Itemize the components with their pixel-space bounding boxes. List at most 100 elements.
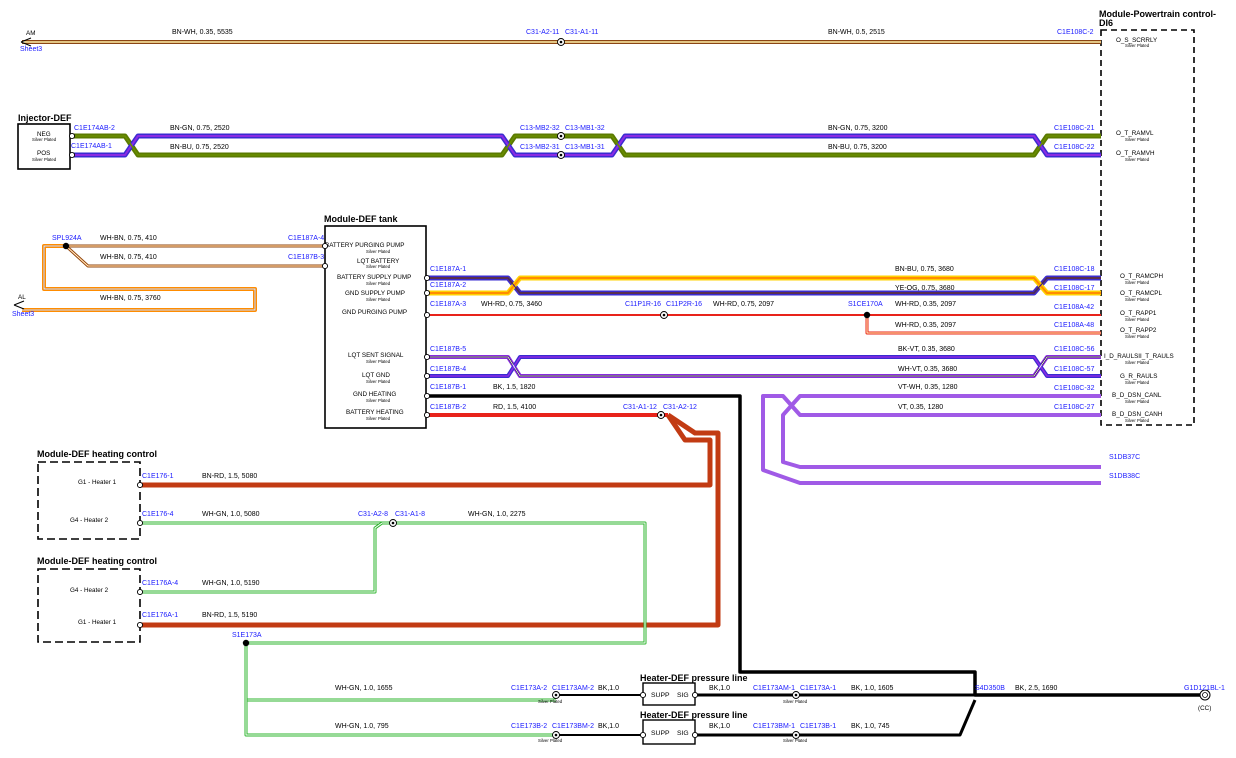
tank-pin-list: BATTERY PURGING PUMP Silver Plated LQT B… — [325, 242, 411, 421]
conn-s1e173a[interactable]: S1E173A — [232, 632, 262, 639]
conn-c1e176-4[interactable]: C1E176-4 — [142, 511, 174, 518]
conn-c1e187b5[interactable]: C1E187B-5 — [430, 346, 466, 353]
conn-c1e187a3[interactable]: C1E187A-3 — [430, 301, 466, 308]
conn-c13mb232[interactable]: C13-MB2-32 — [520, 125, 560, 132]
wire-h2-whgn-core[interactable] — [140, 522, 383, 593]
powertrain-module-box[interactable] — [1100, 29, 1195, 426]
wire-t-bnbu-core[interactable] — [427, 277, 1101, 294]
injector-module-title: Injector-DEF — [18, 113, 72, 123]
wire-can-l[interactable] — [781, 394, 1101, 469]
conn-c31a28[interactable]: C31-A2-8 — [358, 511, 388, 518]
conn-c1e187a2[interactable]: C1E187A-2 — [430, 282, 466, 289]
conn-c1e187b3[interactable]: C1E187B-3 — [288, 254, 324, 261]
offsheet-al-sheet[interactable]: Sheet3 — [12, 311, 34, 318]
conn-c1e187a1[interactable]: C1E187A-1 — [430, 266, 466, 273]
heating-module-1-box[interactable] — [37, 461, 141, 540]
conn-c1e173a1[interactable]: C1E173A-1 — [800, 685, 836, 692]
injector-module-box[interactable] — [17, 123, 71, 170]
conn-c1e108c18[interactable]: C1E108C-18 — [1054, 266, 1095, 273]
wire-spl-2-core[interactable] — [65, 245, 325, 267]
conn-c13mb132[interactable]: C13-MB1-32 — [565, 125, 605, 132]
conn-c13mb131[interactable]: C13-MB1-31 — [565, 144, 605, 151]
pressure-line-2-box[interactable] — [642, 719, 696, 745]
conn-c11p2r16[interactable]: C11P2R-16 — [666, 301, 702, 308]
offsheet-al-label: AL — [18, 294, 26, 301]
offsheet-al[interactable]: AL Sheet3 — [12, 294, 34, 318]
wire-t-yeog-stripe[interactable] — [427, 277, 1101, 294]
conn-c1e173am1[interactable]: C1E173AM-1 — [753, 685, 795, 692]
wire-t-bk-gnd[interactable] — [427, 394, 1203, 697]
wire-t-bkvt-stripe[interactable] — [427, 356, 1101, 377]
conn-c1e173b2[interactable]: C1E173B-2 — [511, 723, 547, 730]
conn-c13mb231[interactable]: C13-MB2-31 — [520, 144, 560, 151]
conn-c1e174ab2[interactable]: C1E174AB-2 — [74, 125, 115, 132]
conn-c1e176a1[interactable]: C1E176A-1 — [142, 612, 178, 619]
conn-c1e173am2[interactable]: C1E173AM-2 — [552, 685, 594, 692]
conn-c31a212[interactable]: C31-A2-12 — [663, 404, 697, 411]
wire-t-whvt-stripe[interactable] — [427, 356, 1101, 377]
conn-spl924a[interactable]: SPL924A — [52, 235, 82, 242]
wire-p-whgn-a[interactable] — [244, 643, 556, 702]
conn-c1e108c32[interactable]: C1E108C-32 — [1054, 385, 1095, 392]
conn-s1ce170a[interactable]: S1CE170A — [848, 301, 883, 308]
conn-c1e173bm1[interactable]: C1E173BM-1 — [753, 723, 795, 730]
ground-connector-icon[interactable] — [1199, 689, 1211, 701]
conn-c1e108c22[interactable]: C1E108C-22 — [1054, 144, 1095, 151]
conn-c1e108c56[interactable]: C1E108C-56 — [1054, 346, 1095, 353]
conn-c1e173a2[interactable]: C1E173A-2 — [511, 685, 547, 692]
conn-c1e108c17[interactable]: C1E108C-17 — [1054, 285, 1095, 292]
wire-p-bk-b2[interactable] — [695, 699, 977, 737]
pressure-line-1-supp: SUPP — [651, 692, 670, 699]
conn-c31a18[interactable]: C31-A1-8 — [395, 511, 425, 518]
pin-press1-supp — [639, 691, 647, 699]
powertrain-module-title-line2: DI6 — [1099, 18, 1113, 28]
conn-g1d121bl1[interactable]: G1D121BL-1 — [1184, 685, 1225, 692]
conn-c1e108a42[interactable]: C1E108A-42 — [1054, 304, 1094, 311]
conn-s4d350b[interactable]: S4D350B — [975, 685, 1005, 692]
tank-module-box[interactable] — [324, 225, 427, 429]
splice-spl924a — [62, 242, 70, 250]
tank-pin-3-sub: Silver Plated — [366, 297, 391, 302]
conn-c31a112[interactable]: C31-A1-12 — [623, 404, 657, 411]
heating-module-2-box[interactable] — [37, 568, 141, 643]
conn-c1e173bm2[interactable]: C1E173BM-2 — [552, 723, 594, 730]
wire-p-whgn-b-core[interactable] — [245, 643, 556, 736]
conn-s1db37c[interactable]: S1DB37C — [1109, 454, 1140, 461]
pressure-line-1-sig: SIG — [677, 692, 689, 699]
conn-c1e174ab1[interactable]: C1E174AB-1 — [71, 143, 112, 150]
wire-p-whgn-a-stripe[interactable] — [245, 643, 556, 701]
conn-c1e176-1[interactable]: C1E176-1 — [142, 473, 174, 480]
conn-c1e187b4[interactable]: C1E187B-4 — [430, 366, 466, 373]
conn-c1e108c21[interactable]: C1E108C-21 — [1054, 125, 1095, 132]
wire-t-bkvt-core[interactable] — [427, 356, 1101, 377]
conn-s1db38c[interactable]: S1DB38C — [1109, 473, 1140, 480]
wire-spl-3-core[interactable] — [22, 245, 256, 311]
conn-c31a211[interactable]: C31-A2-11 — [526, 29, 559, 36]
wire-label-t-whrd-d: WH-RD, 0.35, 2097 — [895, 322, 956, 329]
conn-c1e187b1[interactable]: C1E187B-1 — [430, 384, 466, 391]
wire-heat-bnrd-link[interactable] — [140, 413, 713, 488]
conn-c31a111[interactable]: C31-A1-11 — [565, 29, 598, 36]
offsheet-am-sheet[interactable]: Sheet3 — [20, 46, 42, 53]
conn-c1e108a48[interactable]: C1E108A-48 — [1054, 322, 1094, 329]
conn-c1e108c2[interactable]: C1E108C-2 — [1057, 29, 1094, 36]
conn-c1e173b1[interactable]: C1E173B-1 — [800, 723, 836, 730]
wire-heat-bnrd-2[interactable] — [140, 412, 721, 628]
wire-can-h[interactable] — [761, 394, 1101, 485]
wire-p-whgn-b[interactable] — [244, 643, 556, 737]
conn-c1e108c27[interactable]: C1E108C-27 — [1054, 404, 1095, 411]
pin-heat2-1 — [136, 621, 144, 629]
wire-t-whrd-b-core[interactable] — [866, 315, 1101, 334]
wire-t-bkvt[interactable] — [427, 355, 1101, 378]
conn-c1e176a4[interactable]: C1E176A-4 — [142, 580, 178, 587]
wire-t-whvt[interactable] — [427, 355, 1101, 378]
conn-c1e187a4[interactable]: C1E187A-4 — [288, 235, 324, 242]
conn-c1e108c57[interactable]: C1E108C-57 — [1054, 366, 1095, 373]
pressure-line-2-sig: SIG — [677, 730, 689, 737]
conn-c11p1r16[interactable]: C11P1R-16 — [625, 301, 661, 308]
conn-c1e187b2[interactable]: C1E187B-2 — [430, 404, 466, 411]
offsheet-am[interactable]: AM Sheet3 — [20, 30, 42, 53]
wire-label-t-bk: BK, 1.5, 1820 — [493, 384, 536, 391]
wire-p-whgn-a-core[interactable] — [245, 643, 556, 701]
wire-p-whgn-b-stripe[interactable] — [245, 643, 556, 736]
